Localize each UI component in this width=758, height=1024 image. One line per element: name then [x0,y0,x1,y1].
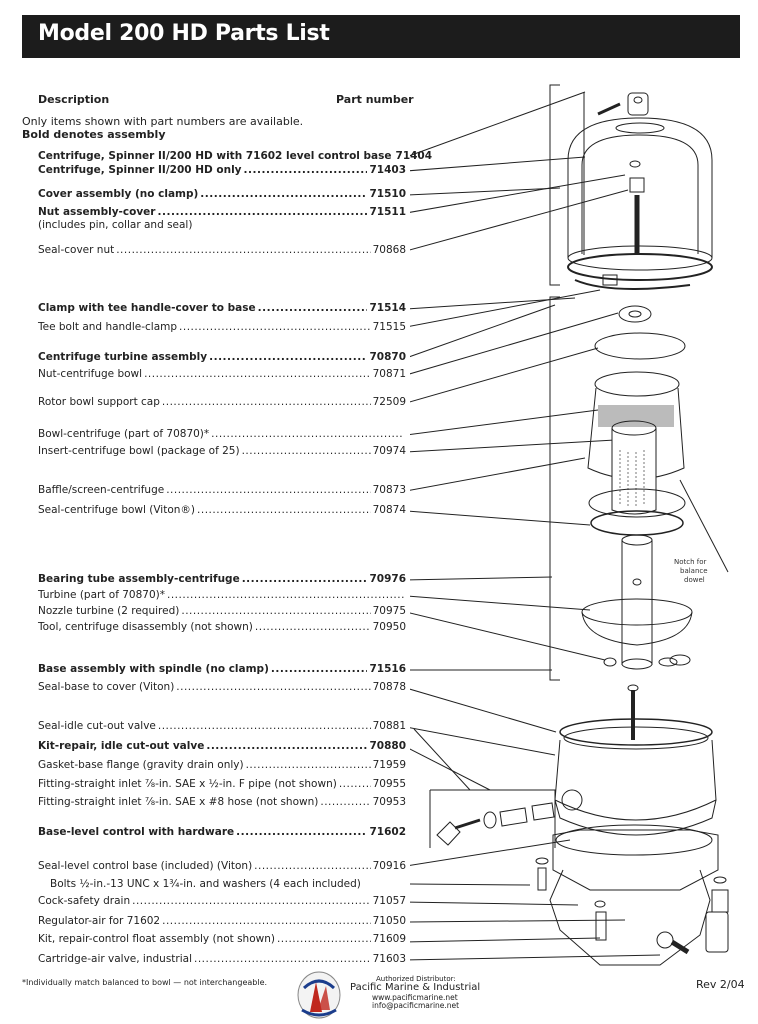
part-row: Seal-idle cut-out valve70881 [38,720,406,734]
part-row: Cover assembly (no clamp)71510 [38,188,406,202]
part-row: Seal-level control base (included) (Vito… [38,860,406,874]
bold-note: Bold denotes assembly [22,128,166,141]
part-row: Nozzle turbine (2 required)70975 [38,605,406,619]
title-bar: Model 200 HD Parts List [22,15,740,58]
part-row: Cock-safety drain71057 [38,895,406,909]
part-row: Baffle/screen-centrifuge70873 [38,484,406,498]
company-name: Pacific Marine & Industrial [350,982,481,994]
part-row: Centrifuge turbine assembly70870 [38,351,406,365]
part-row: Seal-cover nut70868 [38,244,406,258]
part-row: Centrifuge, Spinner II/200 HD with 71602… [38,150,433,162]
revision-label: Rev 2/04 [696,978,745,991]
part-row: Nut-centrifuge bowl70871 [38,368,406,382]
part-row: Base assembly with spindle (no clamp)715… [38,663,406,677]
page-title: Model 200 HD Parts List [38,21,330,46]
part-row: Gasket-base flange (gravity drain only)7… [38,759,406,773]
notch-label-1: Notch for [674,558,707,566]
part-row: Turbine (part of 70870)* [38,589,406,603]
availability-note: Only items shown with part numbers are a… [22,115,304,128]
part-row: Base-level control with hardware71602 [38,826,406,840]
distributor-label: Authorized Distributor: [376,975,456,983]
part-number-header: Part number [336,93,414,106]
part-row: Kit, repair-control float assembly (not … [38,933,406,947]
notch-label-3: dowel [684,576,705,584]
part-row-note: (includes pin, collar and seal) [38,219,193,231]
part-row: Kit-repair, idle cut-out valve70880 [38,740,406,754]
part-row: Seal-centrifuge bowl (Viton®)70874 [38,504,406,518]
part-row: Tee bolt and handle-clamp71515 [38,321,406,335]
part-row: Bearing tube assembly-centrifuge70976 [38,573,406,587]
distributor-block: Authorized Distributor: Pacific Marine &… [350,975,481,1010]
part-row: Bowl-centrifuge (part of 70870)* [38,428,406,442]
part-row: Tool, centrifuge disassembly (not shown)… [38,621,406,635]
part-row: Fitting-straight inlet ⅞-in. SAE x ½-in.… [38,778,406,792]
part-row: Clamp with tee handle-cover to base71514 [38,302,406,316]
pacific-marine-logo-icon [297,971,341,1019]
footnote: *Individually match balanced to bowl — n… [22,978,268,987]
part-row: Centrifuge, Spinner II/200 HD only71403 [38,164,406,178]
exploded-parts-diagram: Notch for balance dowel [410,84,729,966]
part-row: Regulator-air for 7160271050 [38,915,406,929]
email-link[interactable]: info@pacificmarine.net [372,1000,460,1010]
part-row: Fitting-straight inlet ⅞-in. SAE x #8 ho… [38,796,406,810]
part-row: Cartridge-air valve, industrial71603 [38,953,406,967]
notch-label-2: balance [680,567,708,575]
part-row: Insert-centrifuge bowl (package of 25)70… [38,445,406,459]
website-link[interactable]: www.pacificmarine.net [372,992,458,1002]
part-row: Seal-base to cover (Viton)70878 [38,681,406,695]
part-row: Bolts ½-in.-13 UNC x 1¾-in. and washers … [50,878,361,890]
part-row: Nut assembly-cover71511 [38,206,406,220]
description-header: Description [38,93,110,106]
part-row: Rotor bowl support cap72509 [38,396,406,410]
